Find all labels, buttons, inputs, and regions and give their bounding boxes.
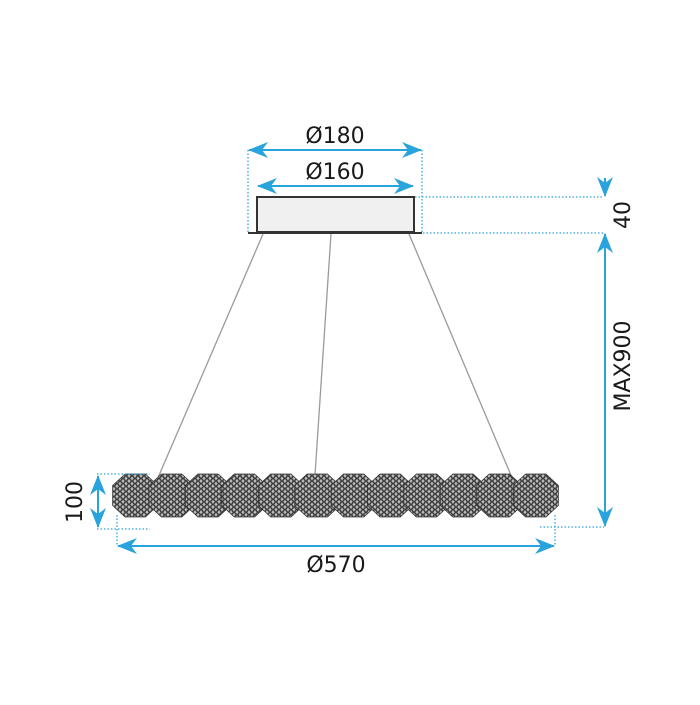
max-hanging-length-label: MAX900 — [611, 320, 636, 411]
canopy-outer-diameter-label: Ø180 — [305, 124, 364, 149]
cable-left — [156, 233, 264, 481]
canopy-outer-diameter-dimension: Ø180 — [247, 124, 423, 233]
ring-segment-texture — [185, 474, 231, 517]
ring-diameter-dimension: Ø570 — [116, 515, 556, 578]
ring-segment-texture — [149, 474, 195, 517]
ring-segment-texture — [476, 474, 522, 517]
ring-segment-texture — [331, 474, 377, 517]
ring-segment-texture — [258, 474, 304, 517]
canopy-height-label: 40 — [611, 201, 636, 229]
suspension-cables — [156, 233, 514, 481]
cable-right — [408, 233, 514, 481]
ring-segment-texture — [367, 474, 413, 517]
ceiling-canopy — [248, 196, 422, 234]
ring-height-dimension: 100 — [63, 473, 150, 530]
canopy-height-dimension: 40 — [415, 177, 636, 253]
ring-diameter-label: Ø570 — [306, 553, 365, 578]
ring-segment-texture — [513, 474, 559, 517]
crystal-ring — [112, 473, 559, 518]
ring-height-label: 100 — [63, 481, 88, 523]
max-hanging-length-dimension: MAX900 — [540, 250, 636, 528]
ring-segment-texture — [112, 474, 158, 517]
ring-segment-texture — [294, 474, 340, 517]
cable-middle — [314, 233, 332, 476]
ring-segment-texture — [403, 474, 450, 517]
canopy-inner-diameter-dimension: Ø160 — [257, 160, 414, 194]
ring-segment-texture — [440, 474, 486, 517]
ring-segment-texture — [221, 474, 268, 517]
canopy-inner-diameter-label: Ø160 — [305, 160, 364, 185]
